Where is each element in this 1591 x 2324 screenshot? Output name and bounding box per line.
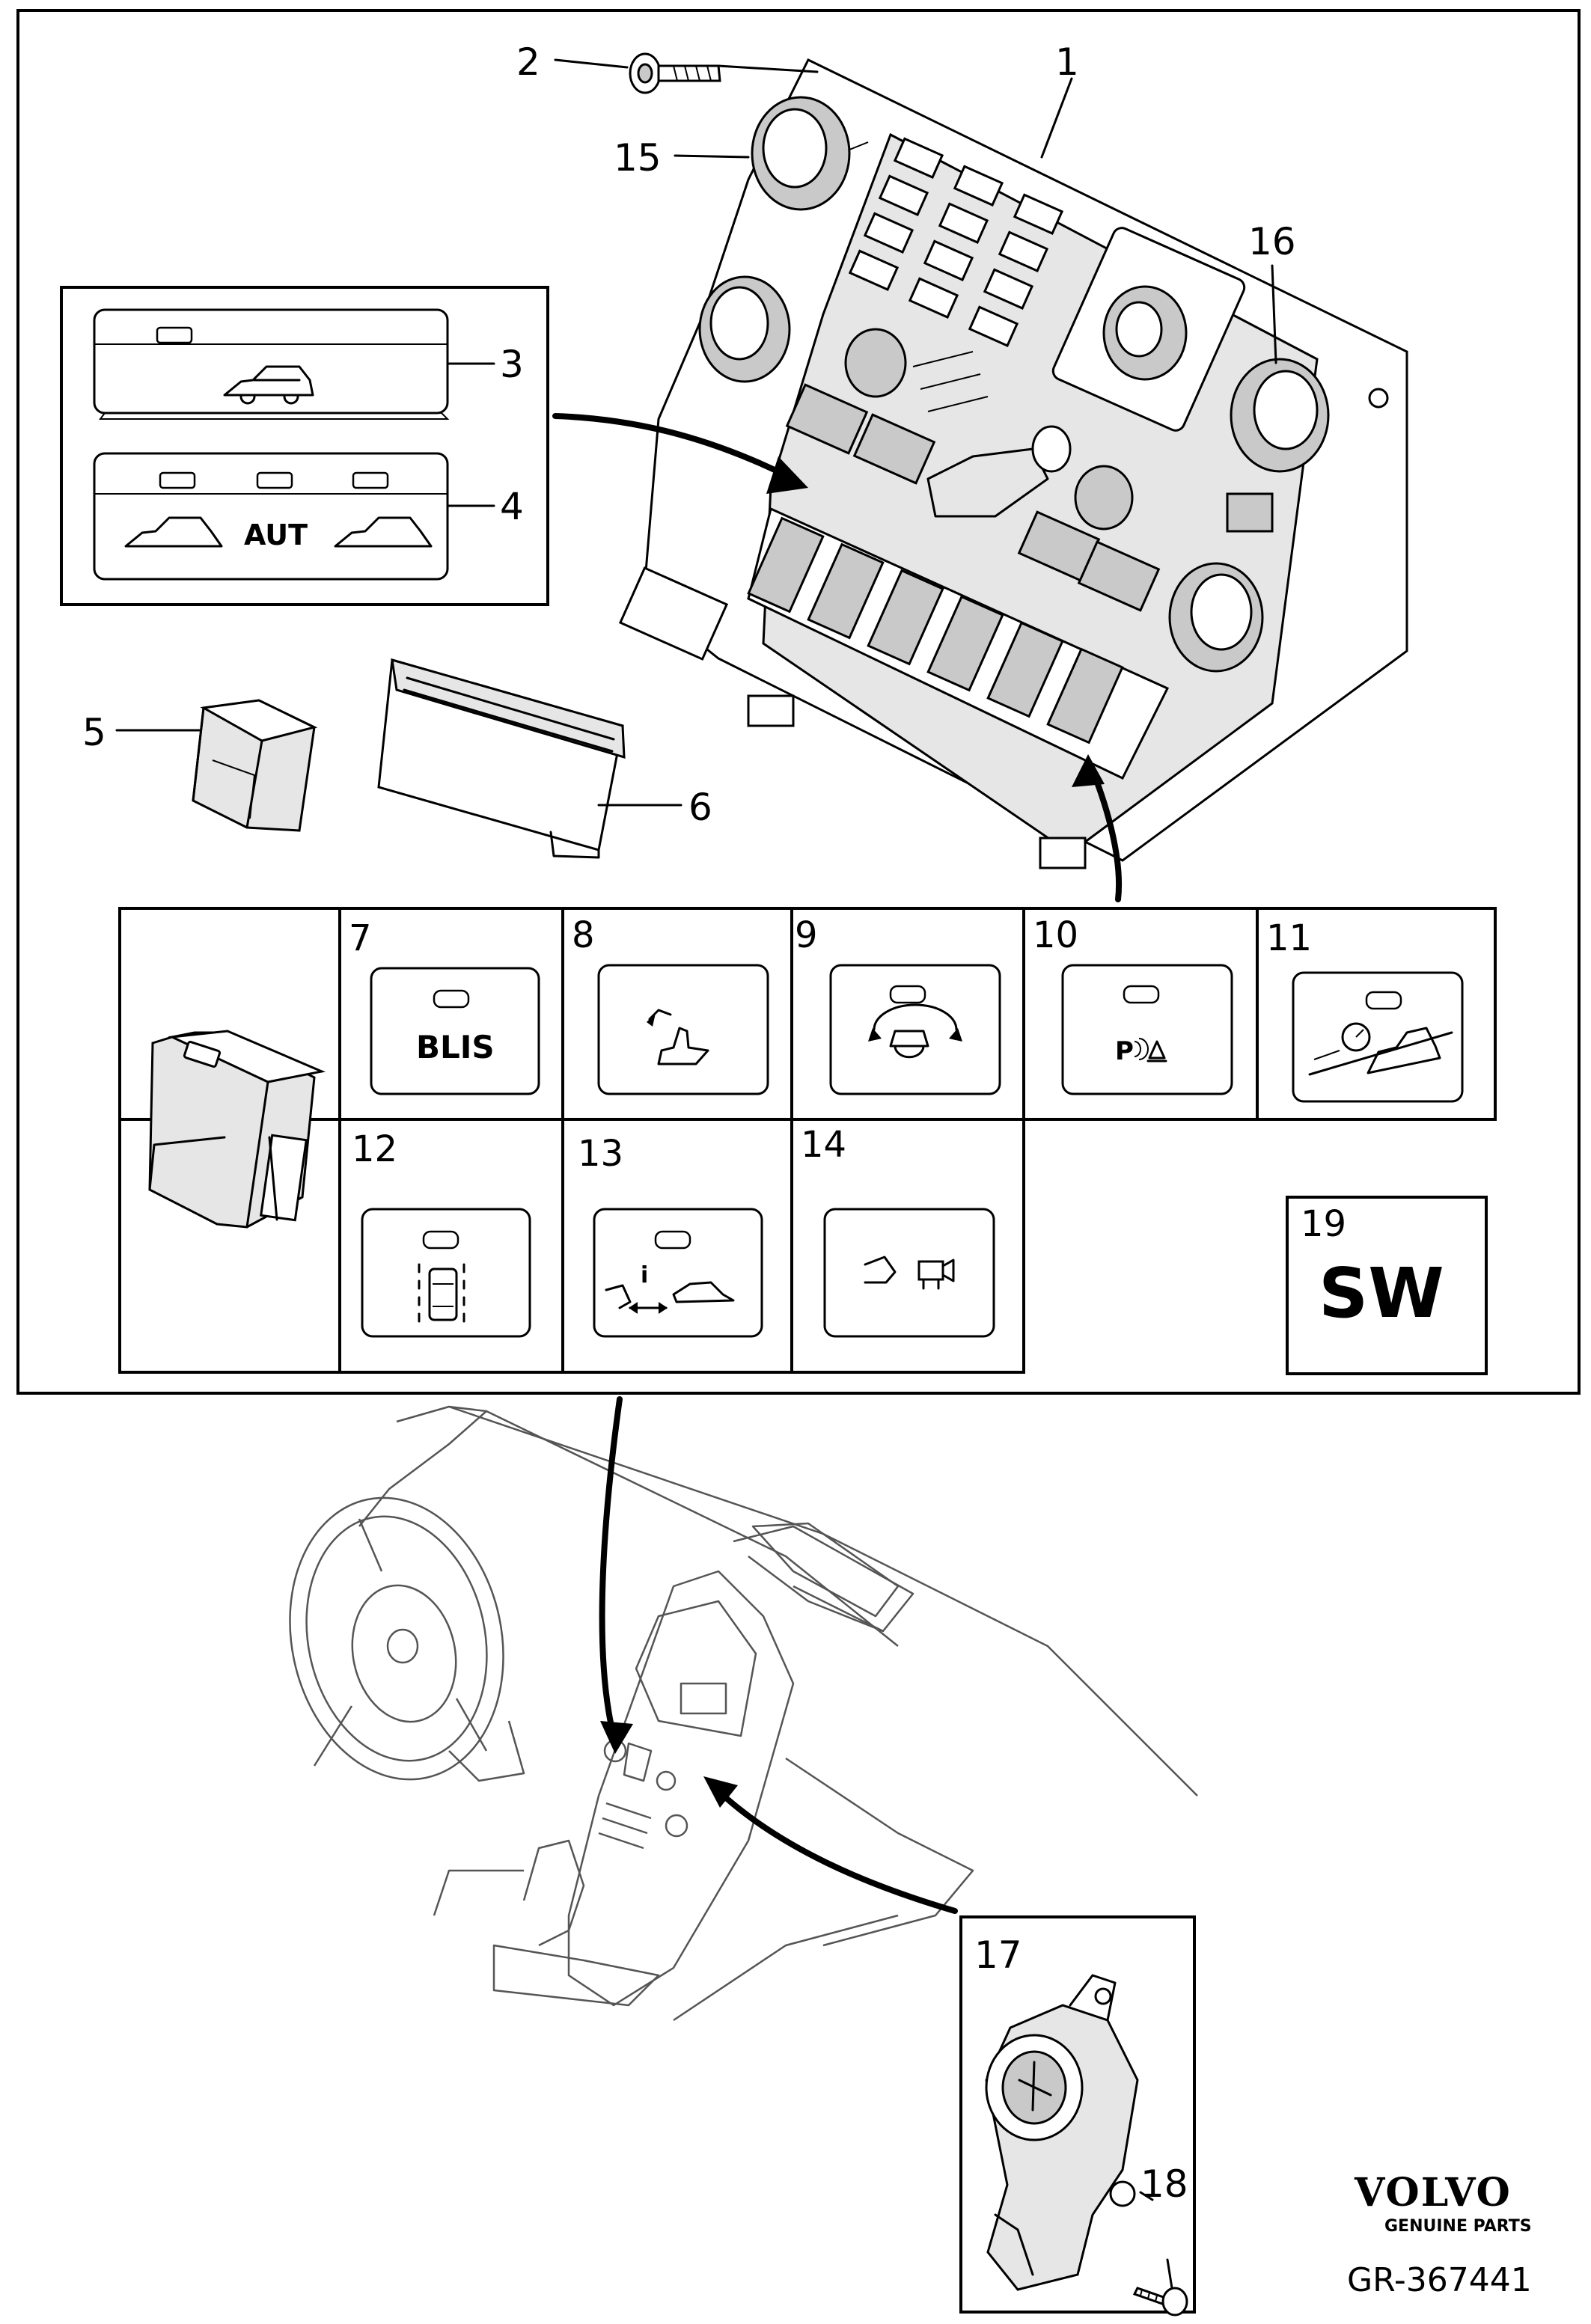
- screw-part-2: [629, 52, 721, 94]
- callout-2: 2: [516, 40, 540, 84]
- knob-15: [751, 96, 851, 211]
- reference-code: GR-367441: [1347, 2261, 1532, 2299]
- callout-18: 18: [1140, 2162, 1188, 2206]
- callout-4: 4: [500, 485, 524, 528]
- switch-slots: [747, 516, 1124, 744]
- switch-illustration: [148, 1030, 326, 1229]
- sw-box-number: 19: [1301, 1203, 1346, 1245]
- cell-7-number: 7: [349, 917, 372, 959]
- button-10-park-assist: P: [1061, 964, 1233, 1095]
- callout-1: 1: [1055, 40, 1079, 84]
- panel-button-grid: [848, 137, 1064, 347]
- button-part-3: [93, 308, 450, 420]
- main-frame: [16, 9, 1581, 1395]
- switch-part-5: [192, 699, 318, 832]
- callout-16: 16: [1248, 220, 1296, 263]
- button-grid: BLIS P: [118, 907, 1497, 1374]
- cell-11-number: 11: [1266, 917, 1312, 959]
- sw-box-label: SW: [1319, 1253, 1444, 1333]
- volvo-logo-text: VOLVO: [1354, 2170, 1512, 2216]
- callout-15: 15: [614, 136, 662, 180]
- cell-10-number: 10: [1033, 914, 1078, 956]
- info-label: i: [641, 1262, 648, 1288]
- callout-17: 17: [974, 1933, 1022, 1977]
- button-14-camera: [823, 1208, 995, 1338]
- park-label: P: [1115, 1036, 1134, 1066]
- dashboard-illustration: [289, 1405, 1198, 2022]
- button-7-blis: BLIS: [370, 967, 540, 1095]
- knob-lower-right: [1168, 562, 1264, 673]
- cell-12-number: 12: [352, 1128, 397, 1170]
- callout-6: 6: [688, 786, 712, 829]
- cell-13-number: 13: [578, 1133, 623, 1175]
- sw-box: 19 SW: [1286, 1196, 1488, 1375]
- button-12-lane: [361, 1208, 531, 1338]
- blis-label: BLIS: [416, 1029, 495, 1065]
- volvo-logo: VOLVO GENUINE PARTS: [1354, 2170, 1532, 2236]
- button-part-4: AUT: [93, 452, 449, 581]
- inset-box-3-4: AUT: [60, 286, 549, 606]
- button-13-distance: i: [593, 1208, 763, 1338]
- knob-upper-left: [698, 275, 791, 383]
- button-8-seat: [597, 964, 769, 1095]
- callout-3: 3: [500, 343, 524, 386]
- callout-5: 5: [82, 711, 106, 754]
- cell-9-number: 9: [795, 914, 818, 956]
- aut-label: AUT: [244, 519, 308, 551]
- cell-14-number: 14: [801, 1124, 846, 1166]
- genuine-parts-text: GENUINE PARTS: [1384, 2217, 1532, 2236]
- knob-16: [1230, 358, 1330, 473]
- blank-strip-part-6: [377, 658, 626, 859]
- button-11-hill-descent: [1292, 971, 1464, 1103]
- inset-box-17: [959, 1915, 1196, 2317]
- cell-8-number: 8: [572, 914, 595, 956]
- control-panel: [618, 58, 1408, 869]
- button-9-light: [829, 964, 1001, 1095]
